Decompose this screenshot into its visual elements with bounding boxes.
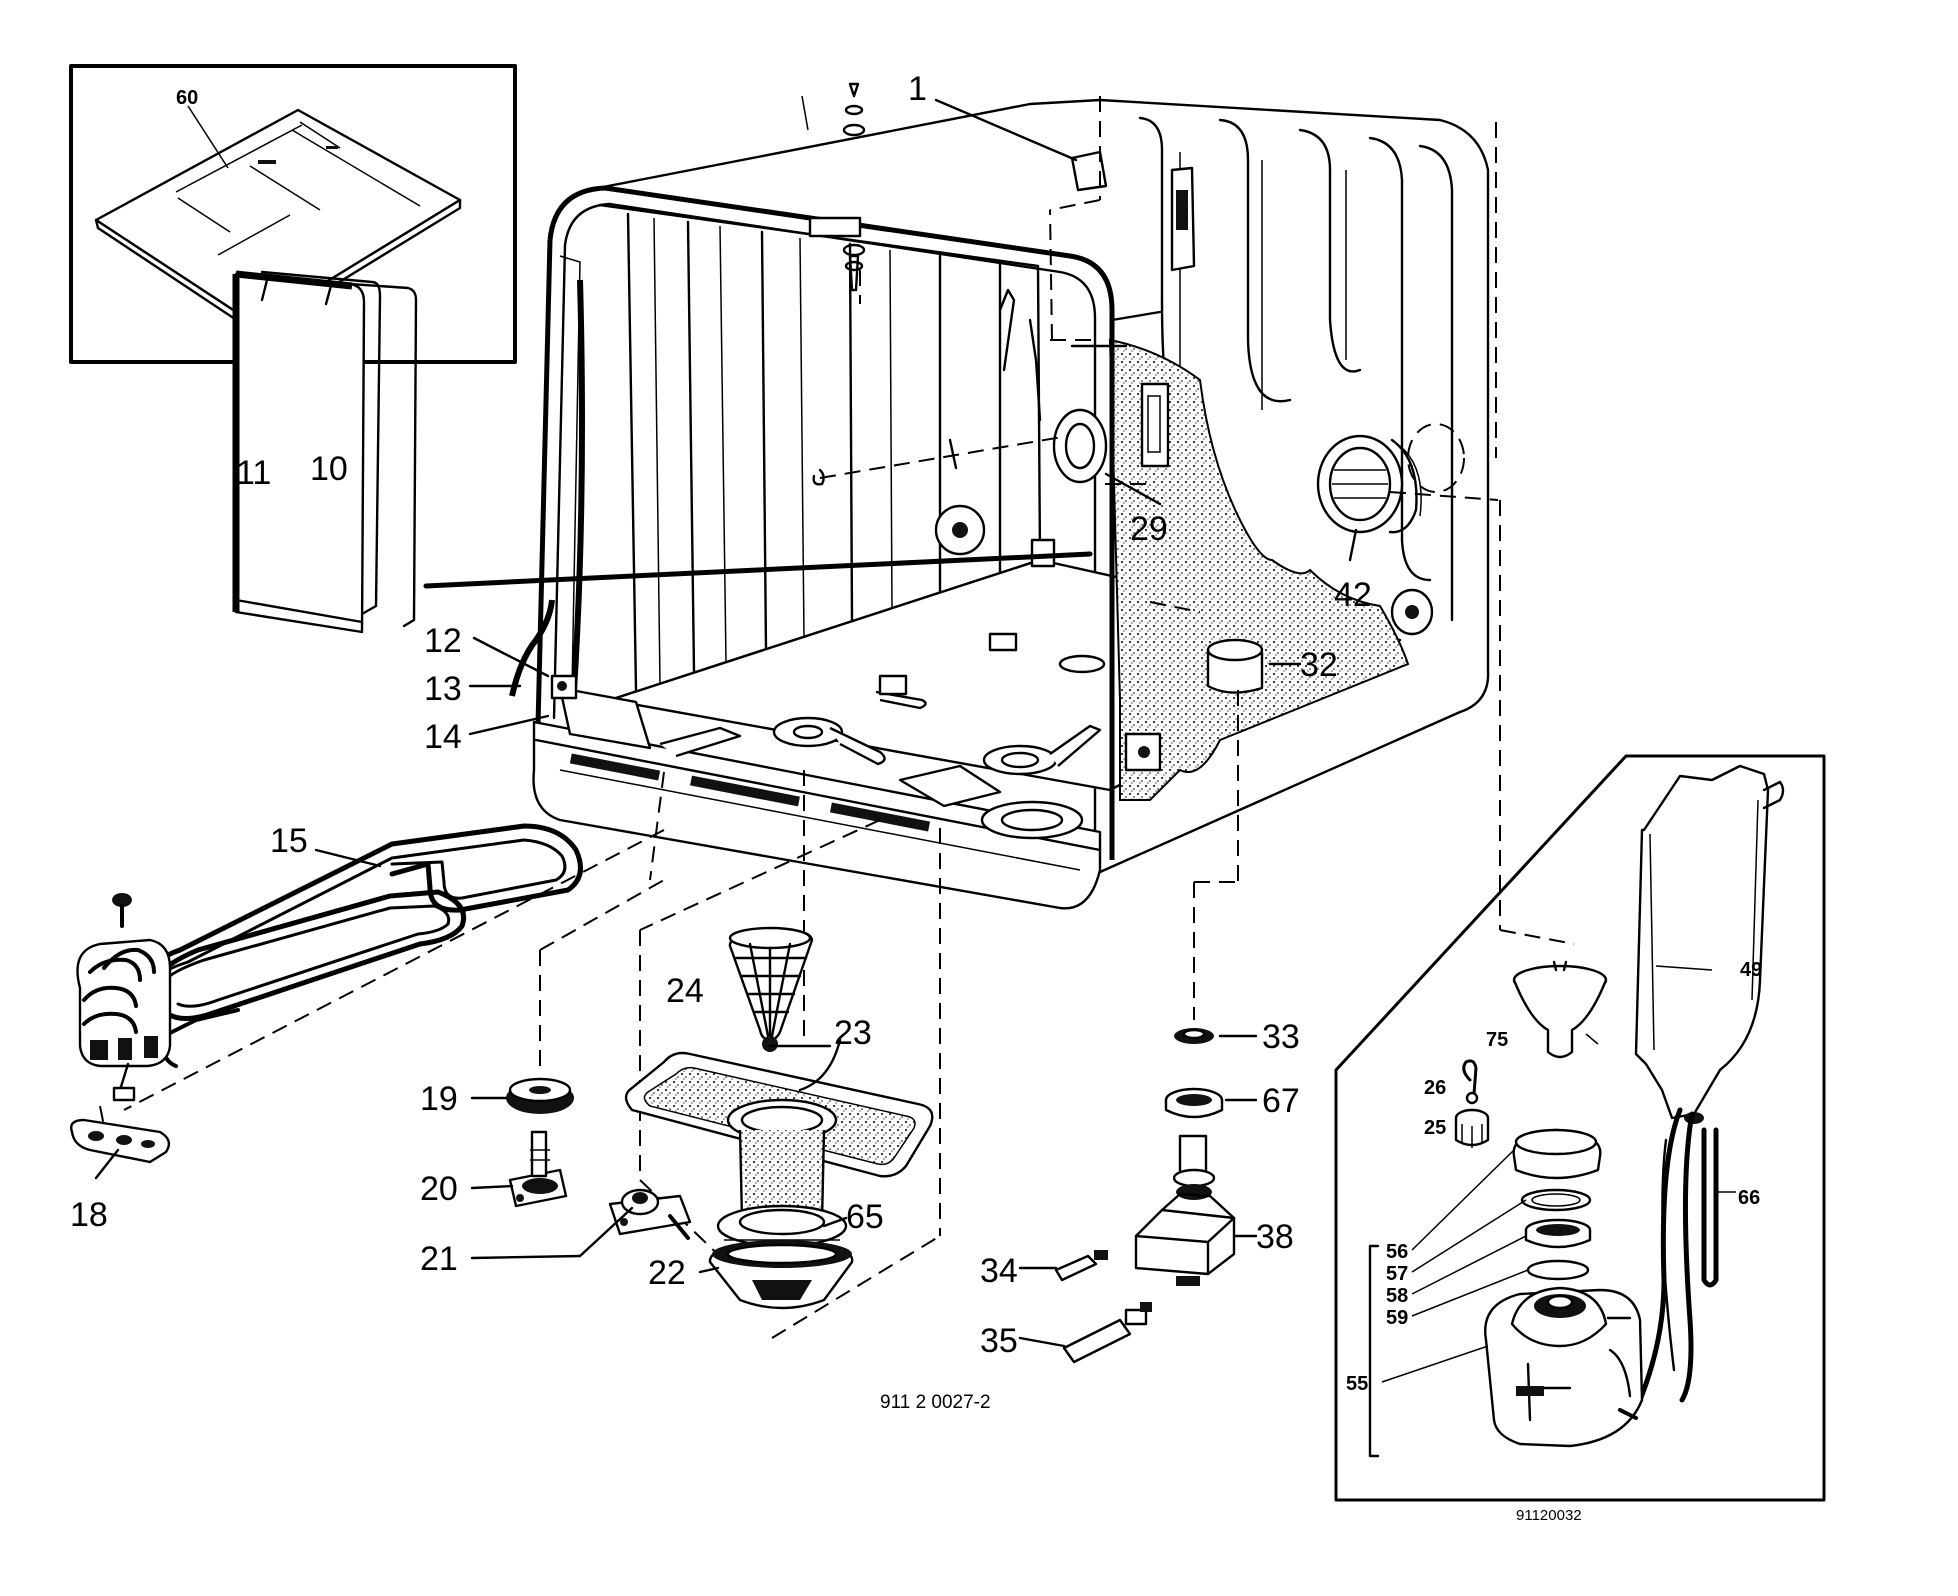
label-56: 56 [1386,1241,1408,1263]
label-26: 26 [1424,1077,1446,1099]
spray-arm-hub [772,716,844,748]
label-65: 65 [846,1198,884,1236]
part-34-pin [1054,1250,1108,1282]
label-19: 19 [420,1080,458,1118]
part-67-gasket [1164,1087,1224,1119]
label-66: 66 [1738,1187,1760,1209]
part-33-ring [1174,1028,1214,1044]
part-19-seal [506,1077,574,1114]
label-57: 57 [1386,1263,1408,1285]
part-22-sump-cup [708,1240,854,1310]
part-56-cap [1512,1128,1602,1180]
label-leaders [94,98,1358,1348]
label-1: 1 [908,70,927,108]
opening-42 [1316,434,1422,534]
part-55-reservoir [1484,1286,1644,1448]
part-58-ring [1524,1218,1592,1249]
label-24: 24 [666,972,704,1010]
part-35-pin [1062,1302,1152,1364]
heating-element-15 [76,823,583,1102]
label-23: 23 [834,1014,872,1052]
label-13: 13 [424,670,462,708]
heater-bracket-18 [70,1105,171,1164]
label-21: 21 [420,1240,458,1278]
heater-terminal-block [76,938,172,1102]
label-29: 29 [1130,510,1168,548]
label-33: 33 [1262,1018,1300,1056]
label-25: 25 [1424,1117,1446,1139]
label-14: 14 [424,718,462,756]
part-59-ring [1526,1259,1590,1281]
tub-base [532,720,1102,910]
label-58: 58 [1386,1285,1408,1307]
part-24-filter-basket [728,926,814,1052]
label-32: 32 [1300,646,1338,684]
label-34: 34 [980,1252,1018,1290]
part-26-hook [1462,1059,1479,1105]
inner-panels [626,212,1002,692]
door-frame [547,185,1115,860]
inset-drawing-number: 91120032 [1516,1507,1582,1524]
part-65-filter-tube [716,1129,848,1248]
label-38: 38 [1256,1218,1294,1256]
assembly-leaders [123,96,1575,1339]
part-57-ring [1520,1188,1592,1212]
door-panels-10-11 [232,270,1093,634]
tub-assembly [509,82,1490,910]
label-75: 75 [1486,1029,1508,1051]
label-12: 12 [424,622,462,660]
label-67: 67 [1262,1082,1300,1120]
label-35: 35 [980,1322,1018,1360]
label-15: 15 [270,822,308,860]
label-22: 22 [648,1254,686,1292]
label-20: 20 [420,1170,458,1208]
insulation-blanket [1108,338,1410,801]
side-wall-opening [1052,408,1108,484]
part-38-valve-body [1134,1134,1236,1286]
dispenser-inset [1334,754,1826,1502]
heater-screw [112,893,132,928]
label-59: 59 [1386,1307,1408,1329]
part-66-hoses [1637,1107,1719,1403]
part-20-thermostat [508,1130,568,1208]
part-75-funnel [1512,960,1608,1059]
label-18: 18 [70,1196,108,1234]
label-42: 42 [1334,576,1372,614]
drawing-number: 911 2 0027-2 [880,1392,991,1413]
label-11: 11 [236,454,271,492]
label-60: 60 [176,87,198,109]
float-32 [1206,638,1264,694]
label-49: 49 [1740,959,1762,981]
label-10: 10 [310,450,348,488]
part-49-tank [1634,764,1785,1124]
part-25-cap [1454,1108,1490,1148]
label-55: 55 [1346,1373,1368,1395]
part-number-labels: 1 10 11 12 13 14 15 18 19 20 21 22 23 24… [70,70,1762,1524]
part-21-sensor [608,1188,692,1240]
